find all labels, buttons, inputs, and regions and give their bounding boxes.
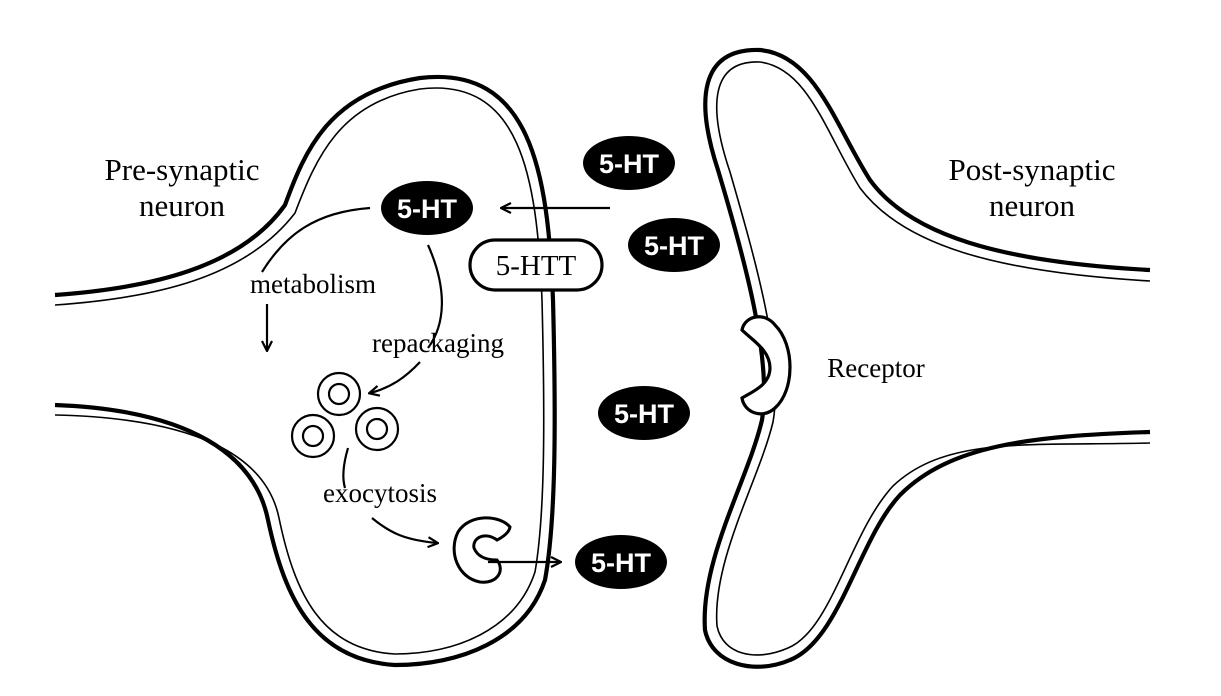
molecule-label: 5-HT	[644, 231, 705, 261]
repackaging-label: repackaging	[372, 328, 504, 358]
molecule-cleft-2: 5-HT	[628, 218, 720, 272]
exocytosis-label: exocytosis	[323, 478, 437, 508]
molecule-intracellular: 5-HT	[381, 181, 473, 235]
metabolism-arc	[261, 206, 371, 273]
postsynaptic-label-line1: Post-synaptic	[948, 152, 1115, 187]
molecule-label: 5-HT	[614, 399, 675, 429]
metabolism-label: metabolism	[250, 269, 376, 299]
receptor-label: Receptor	[827, 353, 924, 383]
molecule-label: 5-HT	[397, 194, 458, 224]
exocytosis-arc	[342, 447, 350, 489]
postsynaptic-label-line2: neuron	[989, 188, 1076, 223]
molecule-label: 5-HT	[599, 149, 660, 179]
arrows	[262, 208, 610, 562]
molecule-released: 5-HT	[575, 535, 667, 589]
repackaging-arc	[426, 244, 443, 349]
transporter-5htt: 5-HTT	[468, 238, 604, 292]
transporter-label: 5-HTT	[496, 250, 577, 282]
molecule-label: 5-HT	[591, 548, 652, 578]
molecule-cleft-3: 5-HT	[598, 386, 690, 440]
presynaptic-label-line1: Pre-synaptic	[105, 152, 260, 187]
vesicles	[290, 371, 400, 459]
exocytosis-arrow	[371, 517, 437, 543]
presynaptic-label-line2: neuron	[139, 188, 226, 223]
fusing-vesicle	[452, 516, 512, 584]
presynaptic-membrane	[54, 74, 557, 668]
receptor-shape	[740, 315, 792, 416]
molecule-cleft-1: 5-HT	[583, 136, 675, 190]
repackaging-arrow	[370, 361, 421, 393]
